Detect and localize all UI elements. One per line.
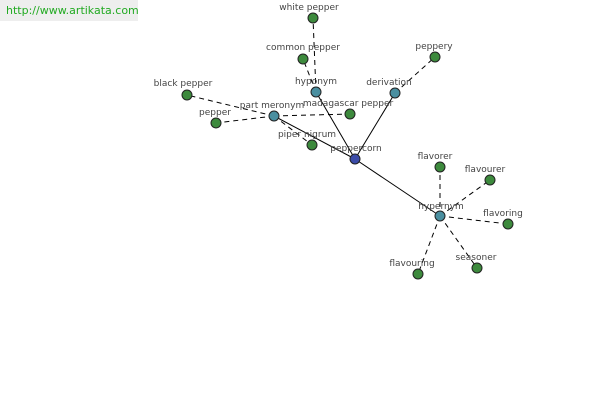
label-flavoring: flavoring — [483, 209, 523, 219]
node-common-pepper[interactable] — [297, 53, 309, 65]
label-common-pepper: common pepper — [266, 43, 340, 53]
node-peppery[interactable] — [429, 51, 441, 63]
label-flavourer: flavourer — [465, 165, 506, 175]
label-piper-nigrum: piper nigrum — [278, 130, 336, 140]
node-part-meronym[interactable] — [268, 110, 280, 122]
label-seasoner: seasoner — [456, 253, 497, 263]
source-banner: http://www.artikata.com — [0, 0, 139, 21]
node-peppercorn[interactable] — [349, 153, 361, 165]
label-pepper: pepper — [199, 108, 231, 118]
edge-part-meronym-piper-nigrum — [273, 115, 313, 146]
edge-part-meronym-madagascar-pepper — [273, 113, 351, 117]
edge-hypernym-flavoring — [439, 215, 509, 225]
node-flavorer[interactable] — [434, 161, 446, 173]
label-peppery: peppery — [415, 42, 453, 52]
edge-peppercorn-hypernym — [354, 158, 441, 217]
node-flavouring[interactable] — [412, 268, 424, 280]
edge-hypernym-seasoner — [439, 215, 478, 269]
label-hypernym: hypernym — [418, 202, 464, 212]
label-flavouring: flavouring — [389, 259, 434, 269]
label-black-pepper: black pepper — [154, 79, 213, 89]
graph-labels: white pepper common pepper hyponym peppery d… — [154, 3, 523, 269]
node-pepper[interactable] — [210, 117, 222, 129]
node-black-pepper[interactable] — [181, 89, 193, 101]
label-derivation: derivation — [366, 78, 412, 88]
node-seasoner[interactable] — [471, 262, 483, 274]
source-link[interactable]: http://www.artikata.com — [6, 4, 139, 17]
node-madagascar-pepper[interactable] — [344, 108, 356, 120]
node-white-pepper[interactable] — [307, 12, 319, 24]
label-part-meronym: part meronym — [240, 101, 304, 111]
label-flavorer: flavorer — [418, 152, 453, 162]
edge-hyponym-common-pepper — [302, 58, 317, 93]
label-hyponym: hyponym — [295, 77, 337, 87]
node-piper-nigrum[interactable] — [306, 139, 318, 151]
edge-hypernym-flavourer — [439, 179, 491, 217]
node-flavoring[interactable] — [502, 218, 514, 230]
graph-nodes — [181, 12, 514, 280]
edge-peppercorn-hyponym — [315, 91, 356, 160]
label-white-pepper: white pepper — [279, 3, 339, 13]
graph-edges — [186, 17, 509, 275]
node-hyponym[interactable] — [310, 86, 322, 98]
edge-part-meronym-black-pepper — [186, 94, 275, 117]
node-flavourer[interactable] — [484, 174, 496, 186]
edge-hypernym-flavouring — [417, 215, 441, 275]
edge-part-meronym-pepper — [215, 115, 275, 124]
edge-hyponym-white-pepper — [312, 17, 317, 93]
label-peppercorn: peppercorn — [330, 144, 381, 154]
node-derivation[interactable] — [389, 87, 401, 99]
edge-peppercorn-derivation — [354, 92, 396, 160]
edge-peppercorn-part-meronym — [273, 115, 356, 160]
label-madagascar-pepper: madagascar pepper — [303, 99, 394, 109]
node-hypernym[interactable] — [434, 210, 446, 222]
